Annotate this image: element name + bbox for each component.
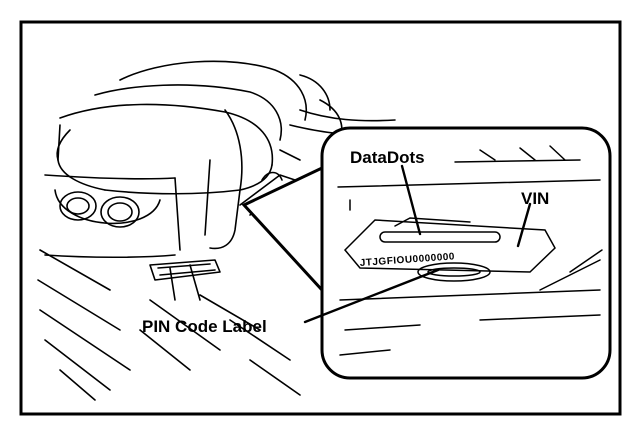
datadots-leader: [400, 164, 422, 236]
pin-code-leader: [303, 268, 440, 324]
pin-code-label: PIN Code Label: [142, 317, 267, 336]
magnifier-connector: [241, 165, 324, 294]
outer-frame: [19, 20, 622, 416]
magnifier-callout: [241, 126, 612, 380]
datadots-label: DataDots: [350, 148, 425, 167]
magnifier-box: [320, 126, 612, 380]
vin-leader: [516, 202, 532, 248]
vin-label: VIN: [521, 189, 549, 208]
